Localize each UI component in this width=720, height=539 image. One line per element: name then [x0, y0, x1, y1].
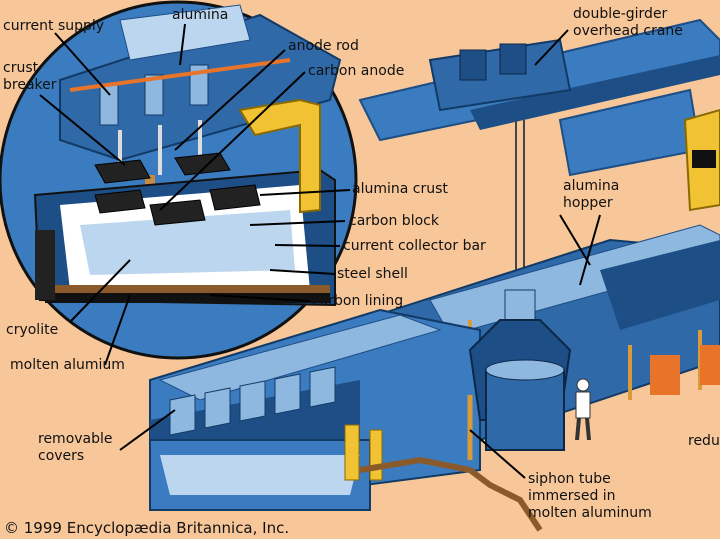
label-current-collector-bar: current collector bar [343, 238, 486, 255]
label-double-girder-crane: double-girder overhead crane [573, 6, 683, 40]
label-carbon-anode: carbon anode [308, 63, 404, 80]
label-reduction-truncated: redu [688, 433, 720, 450]
label-alumina-crust: alumina crust [352, 181, 448, 198]
label-steel-shell: steel shell [337, 266, 408, 283]
label-cryolite: cryolite [6, 322, 58, 339]
worker-figure [576, 379, 590, 440]
label-alumina-hopper: alumina hopper [563, 178, 619, 212]
label-alumina: alumina [172, 7, 228, 24]
label-carbon-block: carbon block [349, 213, 439, 230]
label-crust-breaker: crust breaker [3, 60, 57, 94]
label-anode-rod: anode rod [288, 38, 359, 55]
label-current-supply: current supply [3, 18, 104, 35]
label-siphon-tube: siphon tube immersed in molten aluminum [528, 471, 652, 522]
cutaway-magnifier [0, 2, 356, 358]
label-removable-covers: removable covers [38, 431, 113, 465]
label-carbon-lining: carbon lining [312, 293, 403, 310]
copyright-notice: © 1999 Encyclopædia Britannica, Inc. [4, 520, 289, 537]
label-molten-alumium: molten alumium [10, 357, 125, 374]
